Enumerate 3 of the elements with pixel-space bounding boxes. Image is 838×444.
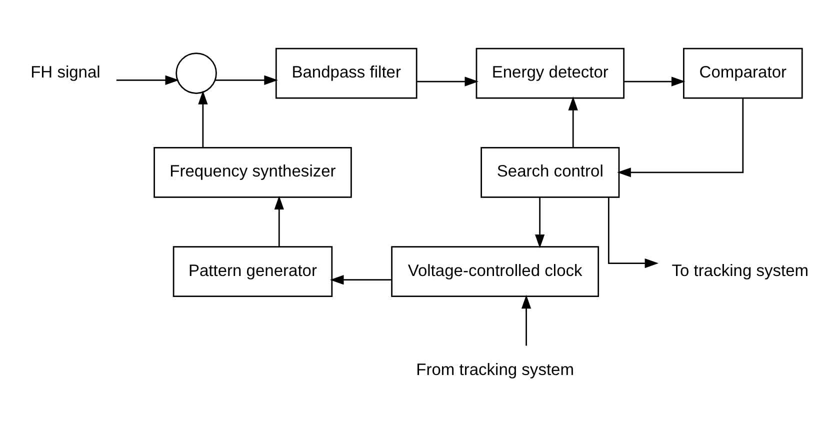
node-text: FH signal: [30, 62, 100, 82]
node-text: To tracking system: [672, 260, 809, 280]
node-text: From tracking system: [416, 360, 574, 379]
